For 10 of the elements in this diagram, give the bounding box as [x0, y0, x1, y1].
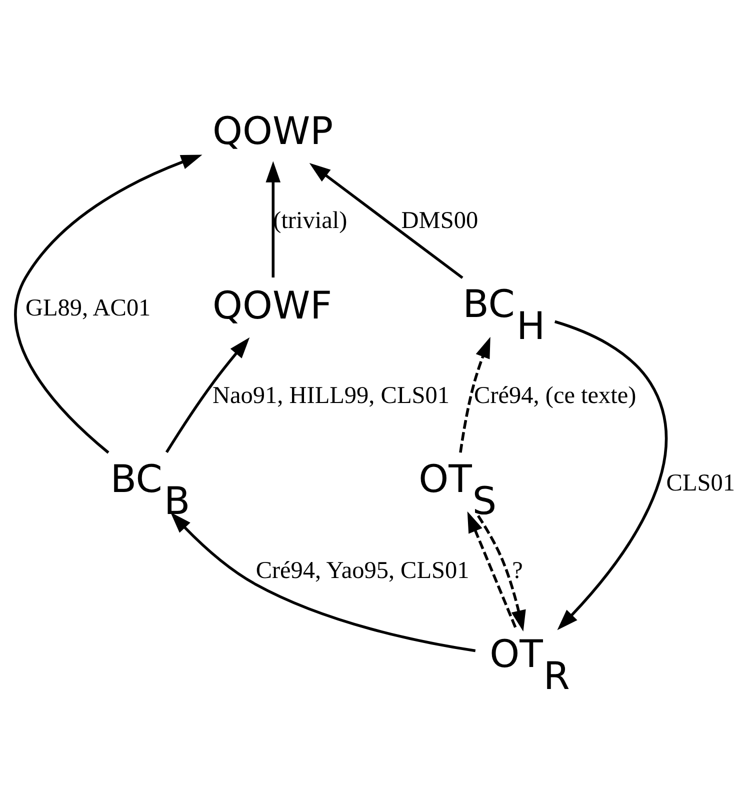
edge-label: ? [512, 556, 523, 584]
edge-label: (trivial) [273, 206, 348, 234]
node-text: QOWP [212, 108, 334, 153]
edge-label: DMS00 [401, 206, 478, 234]
edge-label: Cré94, Yao95, CLS01 [256, 556, 470, 584]
edge-label: Cré94, (ce texte) [474, 382, 636, 409]
edge-label: GL89, AC01 [25, 294, 151, 322]
edge-label: Nao91, HILL99, CLS01 [212, 382, 450, 409]
node-text: QOWF [212, 284, 332, 328]
edge-label: CLS01 [666, 469, 735, 496]
